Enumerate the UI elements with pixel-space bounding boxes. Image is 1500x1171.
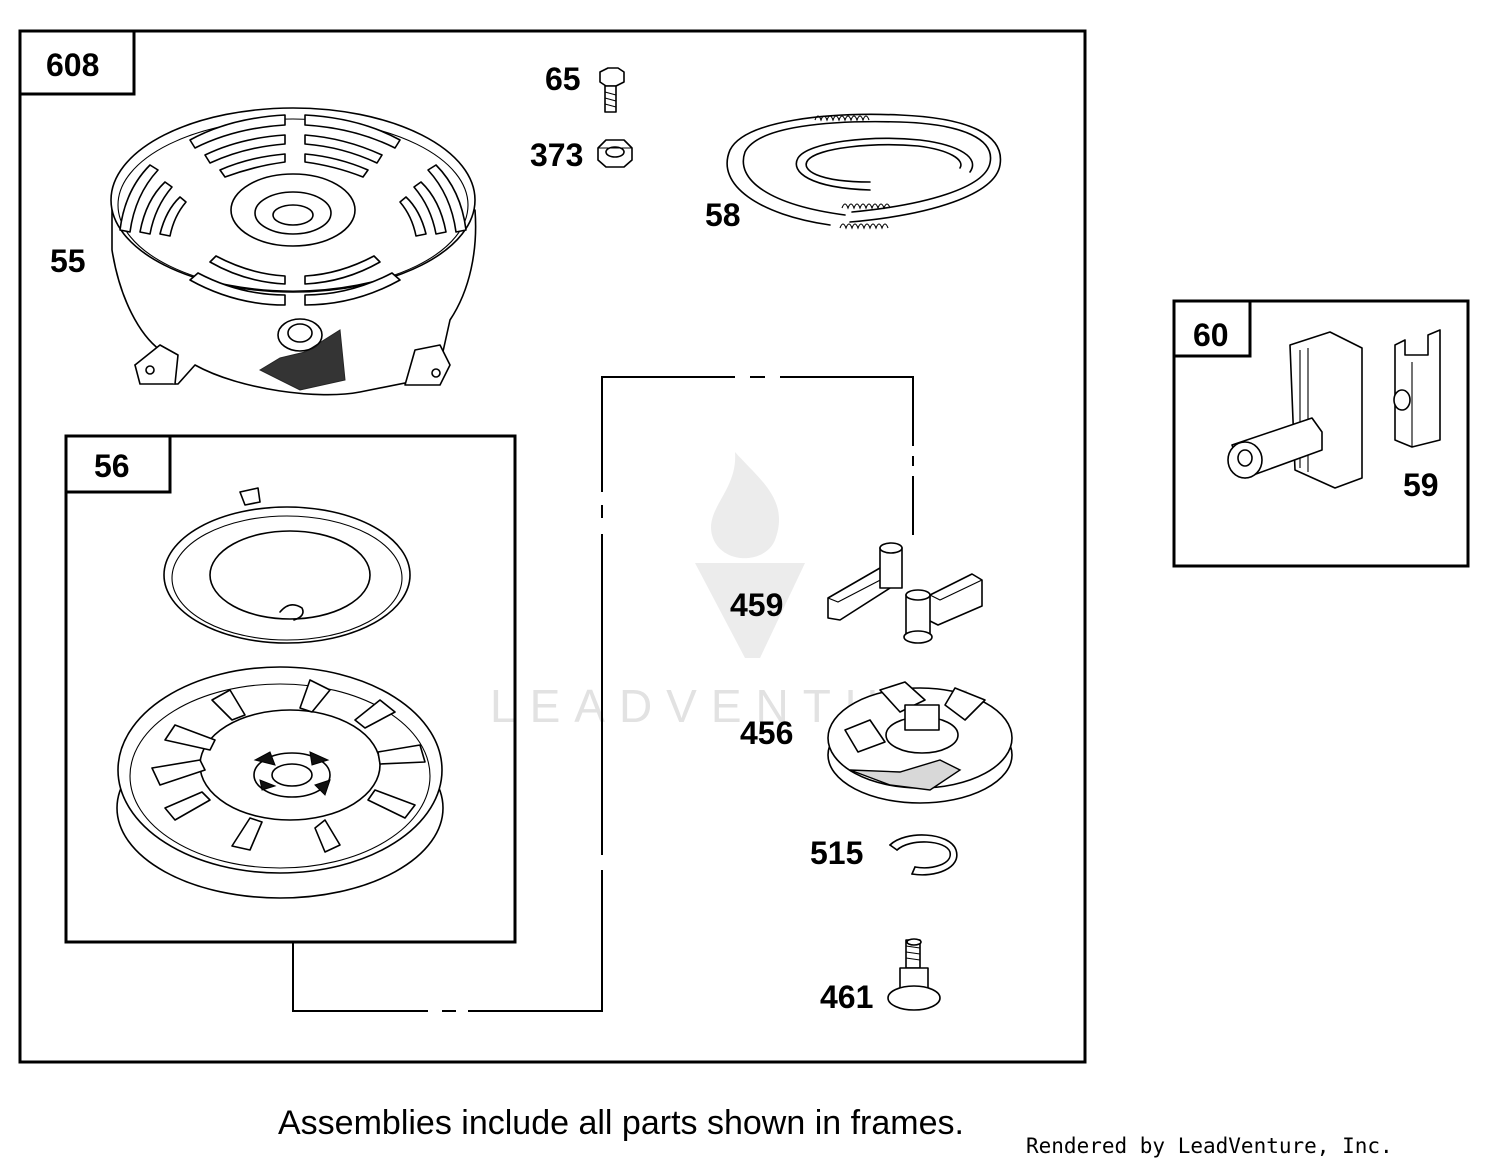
nut-part[interactable]: [597, 139, 633, 168]
pawl-plate-part[interactable]: [827, 681, 1013, 804]
watermark-v-icon: [695, 563, 805, 658]
label-373: 373: [530, 137, 583, 173]
frame-tab-60[interactable]: 60: [1172, 299, 1252, 358]
assembly-leader-lines: [292, 376, 914, 1012]
handle-insert-part[interactable]: [1393, 329, 1441, 448]
label-456: 456: [740, 715, 793, 751]
retainer-ring-part[interactable]: [889, 834, 958, 876]
label-461: 461: [820, 979, 873, 1015]
watermark-flame-icon: [711, 452, 780, 559]
main-assembly-frame: [18, 29, 1087, 1064]
center-screw-part[interactable]: [887, 938, 941, 1011]
screw-part[interactable]: [599, 67, 625, 113]
frame-tab-56[interactable]: 56: [64, 434, 172, 494]
svg-text:56: 56: [94, 448, 130, 484]
recoil-spring-part[interactable]: [163, 487, 411, 644]
pawl-part[interactable]: [827, 542, 983, 644]
frame-tab-608[interactable]: 608: [18, 29, 136, 96]
label-55: 55: [50, 243, 86, 279]
rope-part[interactable]: [726, 113, 1002, 230]
label-515: 515: [810, 835, 863, 871]
svg-text:608: 608: [46, 47, 99, 83]
svg-text:60: 60: [1193, 317, 1229, 353]
assemblies-footnote: Assemblies include all parts shown in fr…: [278, 1104, 964, 1142]
starter-handle-part[interactable]: [1227, 331, 1363, 489]
label-58: 58: [705, 197, 741, 233]
label-459: 459: [730, 587, 783, 623]
label-65: 65: [545, 61, 581, 97]
pulley-part[interactable]: [116, 666, 444, 899]
spring-pulley-frame: [64, 434, 517, 944]
rendered-by-credit: Rendered by LeadVenture, Inc.: [1026, 1134, 1393, 1158]
label-59: 59: [1403, 467, 1439, 503]
handle-frame: [1172, 299, 1470, 568]
blower-housing-part[interactable]: [110, 107, 477, 396]
